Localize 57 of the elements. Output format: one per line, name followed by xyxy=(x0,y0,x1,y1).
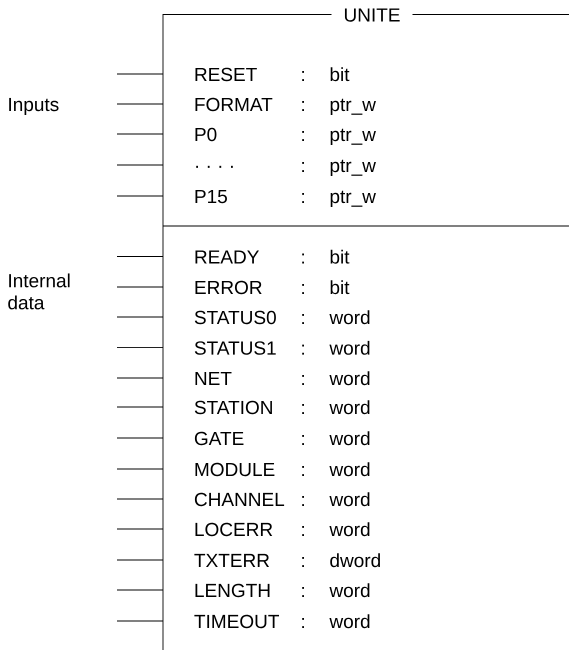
signal-name: STATION xyxy=(194,400,272,414)
side-label: Inputs xyxy=(9,98,59,115)
signal-name: CHANNEL xyxy=(194,492,284,506)
signal-name: FORMAT xyxy=(196,98,272,112)
data-type: word xyxy=(329,492,370,506)
separator-colon: : xyxy=(302,374,304,385)
data-type: word xyxy=(329,310,370,324)
signal-name: STATUS0 xyxy=(194,310,276,324)
signal-name: LENGTH xyxy=(196,584,270,598)
signal-name: MODULE xyxy=(196,462,274,476)
data-type: dword xyxy=(330,553,380,568)
separator-colon: : xyxy=(302,162,304,172)
data-type: bit xyxy=(330,280,350,294)
signal-name: TIMEOUT xyxy=(194,614,279,628)
separator-colon: : xyxy=(302,253,304,264)
data-type: word xyxy=(329,371,370,386)
side-label: Internal data xyxy=(8,273,70,310)
separator-colon: : xyxy=(302,496,304,506)
signal-name: NET xyxy=(196,372,232,385)
signal-name: RESET xyxy=(196,68,257,82)
signal-name: · · · · xyxy=(196,166,233,168)
signal-name: STATUS1 xyxy=(194,341,276,355)
separator-colon: : xyxy=(302,70,304,81)
separator-colon: : xyxy=(302,130,304,141)
signal-name: ERROR xyxy=(196,280,262,294)
signal-name: P0 xyxy=(196,128,216,142)
separator-colon: : xyxy=(302,284,304,294)
separator-colon: : xyxy=(302,100,304,111)
data-type: ptr_w xyxy=(330,128,376,145)
signal-name: READY xyxy=(196,250,259,264)
signal-name: GATE xyxy=(194,432,244,446)
separator-colon: : xyxy=(302,526,304,536)
data-type: word xyxy=(329,340,370,355)
separator-colon: : xyxy=(302,314,304,324)
data-type: ptr_w xyxy=(330,160,376,176)
separator-colon: : xyxy=(302,466,304,476)
signal-name: P15 xyxy=(196,190,227,204)
separator-colon: : xyxy=(302,586,304,597)
separator-colon: : xyxy=(302,434,304,445)
separator-colon: : xyxy=(302,344,304,355)
data-type: word xyxy=(329,431,370,446)
separator-colon: : xyxy=(302,404,304,414)
separator-colon: : xyxy=(302,192,304,203)
data-type: word xyxy=(329,583,370,598)
data-type: word xyxy=(329,400,370,414)
data-type: ptr_w xyxy=(330,190,376,207)
data-type: word xyxy=(329,462,370,476)
data-type: ptr_w xyxy=(330,98,376,115)
separator-colon: : xyxy=(302,618,304,628)
separator-colon: : xyxy=(302,556,304,567)
signal-name: LOCERR xyxy=(196,522,272,536)
signal-name: TXTERR xyxy=(194,554,270,567)
data-type: word xyxy=(329,614,370,628)
data-type: bit xyxy=(330,67,350,82)
data-type: word xyxy=(329,522,370,536)
node-label: UNITE xyxy=(344,8,400,22)
data-type: bit xyxy=(330,250,350,264)
